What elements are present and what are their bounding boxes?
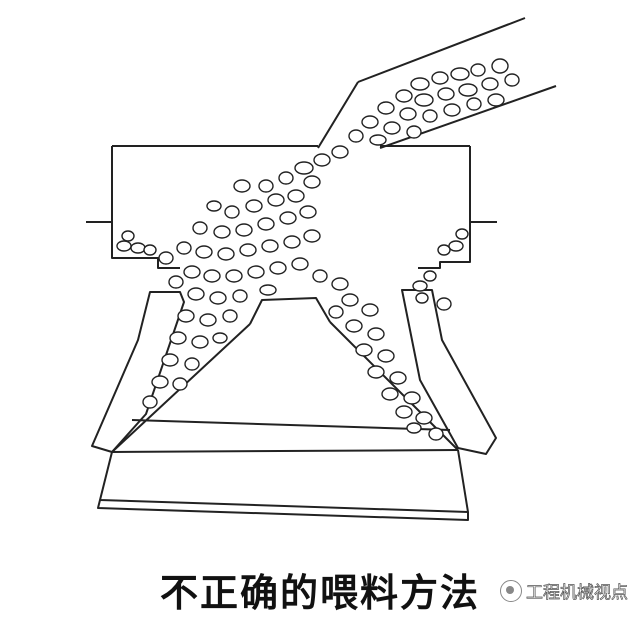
wechat-logo-icon [500, 579, 522, 602]
diagram-caption: 不正确的喂料方法 [159, 571, 480, 615]
feed-hopper [86, 145, 497, 269]
watermark-text: 工程机械视点 [526, 583, 629, 604]
watermark: 工程机械视点 [500, 578, 628, 603]
crusher-bowl [91, 289, 497, 455]
rock-stream [116, 58, 520, 441]
feed-chute [317, 17, 557, 149]
crusher-mantle [97, 297, 469, 521]
